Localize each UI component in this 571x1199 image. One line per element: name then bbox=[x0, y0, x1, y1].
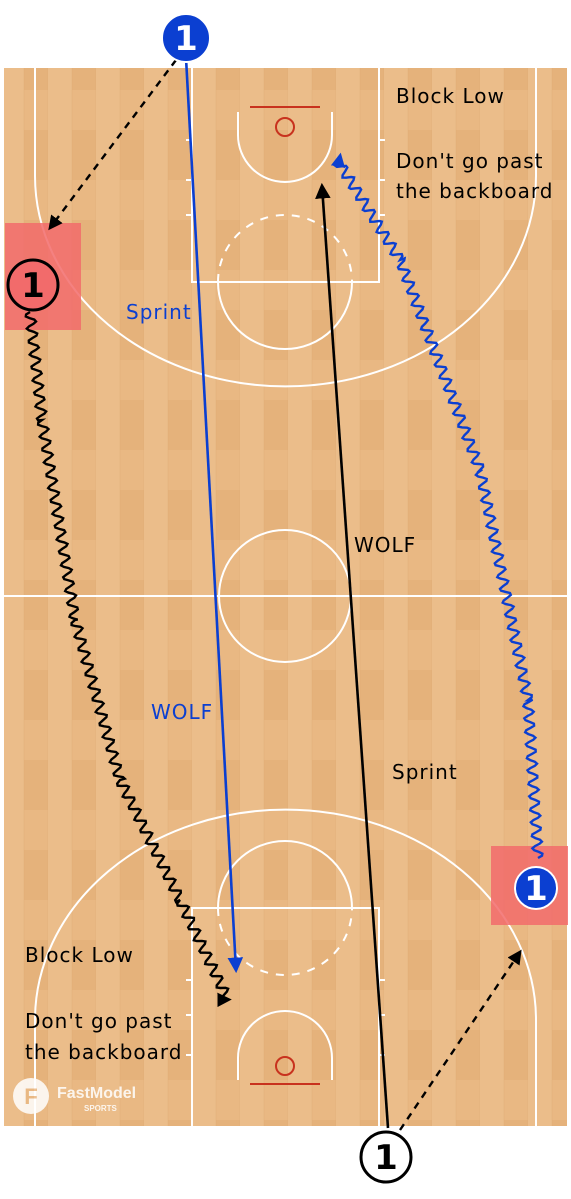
black-sprint-line bbox=[315, 182, 390, 1129]
player-blue-right-number: 1 bbox=[524, 869, 548, 909]
fastmodel-logo-sub: SPORTS bbox=[84, 1104, 118, 1113]
label-wolf-right: WOLF bbox=[354, 533, 416, 557]
bottom-basket bbox=[250, 1056, 320, 1085]
court-lines bbox=[2, 66, 569, 1128]
label-top-sprint: Sprint bbox=[126, 300, 192, 324]
player-black-bottom-number: 1 bbox=[374, 1138, 398, 1178]
blue-dribble-path bbox=[330, 152, 544, 860]
label-bottom-dont-go-1: Don't go past bbox=[25, 1009, 173, 1033]
svg-text:F: F bbox=[24, 1084, 37, 1109]
label-bottom-sprint: Sprint bbox=[392, 760, 458, 784]
black-pass-bottom bbox=[399, 949, 522, 1131]
black-pass-top bbox=[48, 59, 177, 231]
label-wolf-left: WOLF bbox=[151, 700, 213, 724]
label-top-dont-go-1: Don't go past bbox=[396, 149, 544, 173]
fastmodel-logo-icon bbox=[13, 1078, 49, 1114]
player-blue-right: 1 bbox=[514, 866, 558, 910]
label-top-block-low: Block Low bbox=[396, 84, 505, 108]
black-dribble-path bbox=[24, 310, 232, 1008]
player-black-bottom: 1 bbox=[359, 1130, 413, 1184]
fastmodel-logo: F FastModel SPORTS bbox=[13, 1078, 136, 1114]
player-black-left-number: 1 bbox=[21, 266, 45, 306]
top-basket bbox=[250, 106, 320, 137]
player-blue-top-number: 1 bbox=[174, 19, 198, 59]
fastmodel-logo-name: FastModel bbox=[57, 1085, 136, 1102]
label-bottom-block-low: Block Low bbox=[25, 943, 134, 967]
label-bottom-dont-go-2: the backboard bbox=[25, 1040, 182, 1064]
player-blue-top: 1 bbox=[161, 13, 211, 63]
blue-sprint-line bbox=[184, 57, 244, 974]
label-top-dont-go-2: the backboard bbox=[396, 179, 553, 203]
player-black-left: 1 bbox=[6, 258, 60, 312]
